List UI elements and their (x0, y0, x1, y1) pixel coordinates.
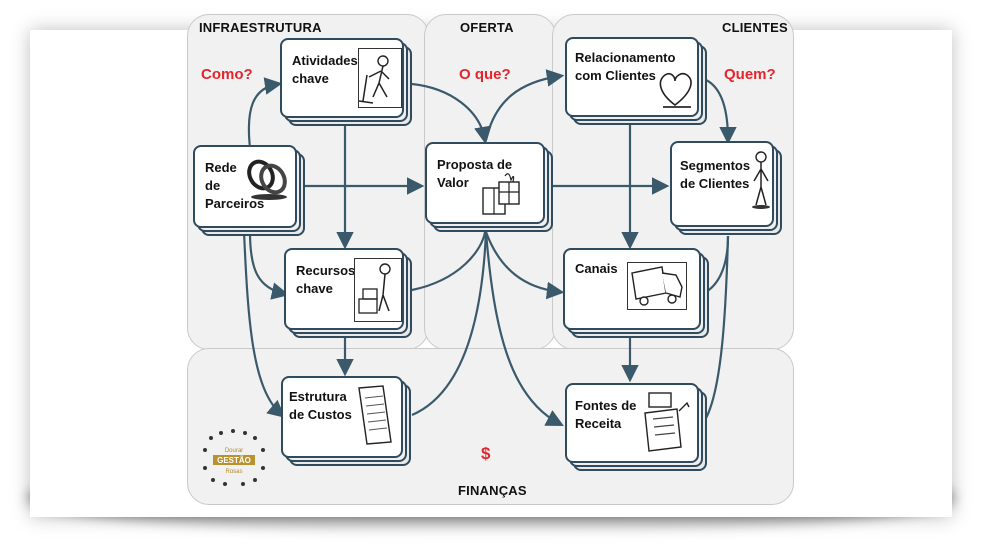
label-financas: FINANÇAS (458, 483, 527, 498)
block-segmentos-clientes[interactable]: Segmentos de Clientes (670, 141, 782, 235)
logo-top: Dourar (225, 448, 243, 454)
label-clientes: CLIENTES (722, 20, 788, 35)
block-canais[interactable]: Canais (563, 248, 709, 338)
logo-bottom: Rosas (225, 469, 242, 475)
gift-boxes-icon (479, 170, 523, 218)
block-recursos-label: Recursos chave (296, 263, 356, 296)
label-oferta: OFERTA (460, 20, 514, 35)
logo-middle: GESTÃO (217, 456, 251, 465)
person-standing-icon (750, 149, 772, 211)
label-infraestrutura: INFRAESTRUTURA (199, 20, 322, 35)
dourar-gestao-logo: Dourar GESTÃO Rosas (199, 428, 269, 488)
question-quem: Quem? (724, 66, 776, 83)
block-atividades-chave[interactable]: Atividades chave (280, 38, 412, 126)
block-relacionamento-label: Relacionamento com Clientes (575, 50, 676, 83)
block-segmentos-label: Segmentos de Clientes (680, 158, 751, 191)
block-rede-parceiros[interactable]: Rede de Parceiros (193, 145, 305, 236)
block-fontes-receita[interactable]: Fontes de Receita (565, 383, 707, 471)
question-o-que: O que? (459, 66, 511, 83)
worker-boxes-icon (354, 258, 402, 322)
cash-register-icon (641, 389, 691, 455)
block-recursos-chave[interactable]: Recursos chave (284, 248, 412, 338)
heart-icon (655, 67, 695, 111)
block-canais-label: Canais (575, 261, 618, 276)
block-atividades-label: Atividades chave (292, 53, 358, 86)
block-custos-label: Estrutura de Custos (289, 389, 352, 422)
block-proposta-valor[interactable]: Proposta de Valor (425, 142, 553, 232)
block-estrutura-custos[interactable]: Estrutura de Custos (281, 376, 411, 466)
delivery-truck-icon (627, 262, 687, 310)
worker-sweeping-icon (358, 48, 402, 108)
receipt-icon (353, 384, 397, 446)
block-parceiros-label: Rede de Parceiros (205, 160, 265, 211)
block-receita-label: Fontes de Receita (575, 398, 637, 431)
block-proposta-label: Proposta de Valor (437, 157, 513, 190)
question-dinheiro: $ (481, 444, 491, 463)
chain-links-icon (243, 153, 291, 201)
question-como: Como? (201, 66, 253, 83)
block-relacionamento-clientes[interactable]: Relacionamento com Clientes (565, 37, 707, 125)
